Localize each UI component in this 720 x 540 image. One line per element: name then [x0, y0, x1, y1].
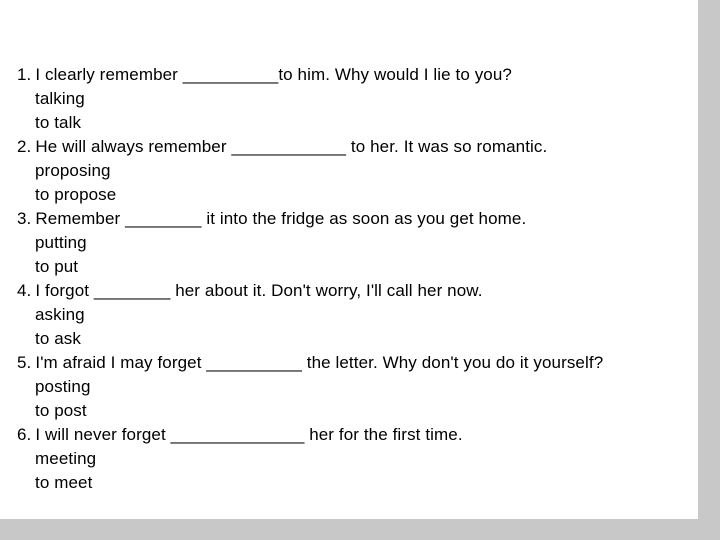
item-number: 1.	[17, 65, 32, 84]
exercise-list: 1.I clearly remember __________to him. W…	[17, 63, 688, 495]
item-sentence: I'm afraid I may forget __________ the l…	[35, 353, 604, 372]
item-number: 6.	[17, 425, 32, 444]
item-sentence: I forgot ________ her about it. Don't wo…	[35, 281, 483, 300]
question-line: 4.I forgot ________ her about it. Don't …	[17, 279, 688, 303]
item-sentence: I clearly remember __________to him. Why…	[35, 65, 512, 84]
item-option: to meet	[35, 473, 93, 492]
item-sentence: Remember ________ it into the fridge as …	[35, 209, 527, 228]
item-number: 4.	[17, 281, 32, 300]
item-option: to propose	[35, 185, 117, 204]
question-line: 5.I'm afraid I may forget __________ the…	[17, 351, 688, 375]
item-option: putting	[35, 233, 87, 252]
slide: 1.I clearly remember __________to him. W…	[0, 0, 698, 519]
item-option: asking	[35, 305, 85, 324]
exercise-item: 4.I forgot ________ her about it. Don't …	[17, 279, 688, 351]
item-option: to ask	[35, 329, 81, 348]
item-option: talking	[35, 89, 85, 108]
item-option: meeting	[35, 449, 97, 468]
item-sentence: He will always remember ____________ to …	[35, 137, 548, 156]
question-line: 6.I will never forget ______________ her…	[17, 423, 688, 447]
item-sentence: I will never forget ______________ her f…	[35, 425, 463, 444]
question-line: 2.He will always remember ____________ t…	[17, 135, 688, 159]
exercise-item: 3.Remember ________ it into the fridge a…	[17, 207, 688, 279]
exercise-item: 6.I will never forget ______________ her…	[17, 423, 688, 495]
question-line: 1.I clearly remember __________to him. W…	[17, 63, 688, 87]
item-option: to put	[35, 257, 79, 276]
exercise-item: 5.I'm afraid I may forget __________ the…	[17, 351, 688, 423]
item-number: 5.	[17, 353, 32, 372]
exercise-item: 1.I clearly remember __________to him. W…	[17, 63, 688, 135]
item-number: 2.	[17, 137, 32, 156]
question-line: 3.Remember ________ it into the fridge a…	[17, 207, 688, 231]
item-number: 3.	[17, 209, 32, 228]
item-option: posting	[35, 377, 91, 396]
item-option: proposing	[35, 161, 111, 180]
item-option: to talk	[35, 113, 82, 132]
exercise-item: 2.He will always remember ____________ t…	[17, 135, 688, 207]
item-option: to post	[35, 401, 87, 420]
